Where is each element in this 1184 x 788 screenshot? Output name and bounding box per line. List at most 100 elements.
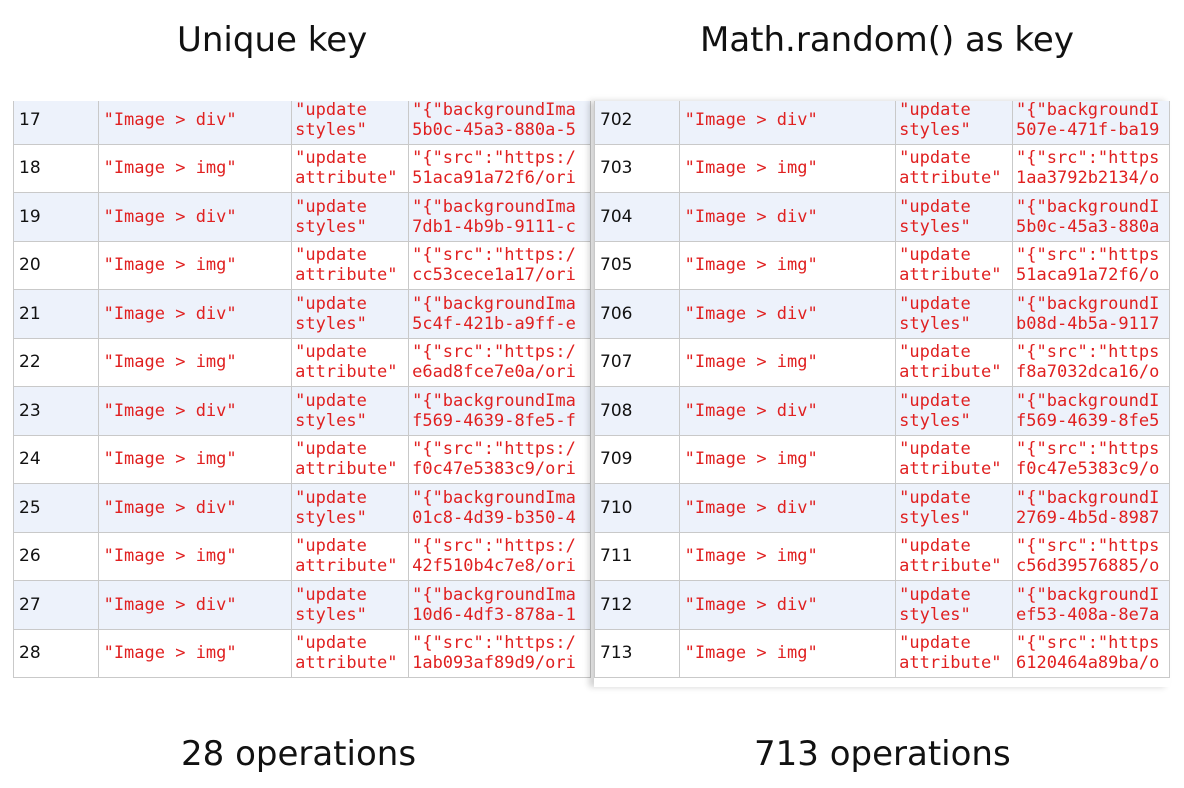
row-target: "Image > img" — [678, 143, 897, 193]
row-index: 28 — [13, 628, 99, 678]
operation-line-2: attribute" — [295, 556, 398, 577]
value-line-2: c56d39576885/o — [1016, 556, 1160, 577]
value-line-2: 51aca91a72f6/o — [1016, 265, 1160, 286]
value-line-1: "{"backgroundIma — [412, 487, 576, 508]
row-index: 713 — [594, 628, 680, 678]
value-line-2: e6ad8fce7e0a/ori — [412, 362, 576, 383]
value-line-2: f8a7032dca16/o — [1016, 362, 1160, 383]
operation-line-1: "update — [295, 584, 367, 605]
value-line-2: 1aa3792b2134/o — [1016, 168, 1160, 189]
left-footer: 28 operations — [181, 734, 417, 774]
operation-line-2: styles" — [899, 119, 971, 140]
value-line-2: 5b0c-45a3-880a — [1016, 216, 1160, 237]
row-index: 19 — [13, 192, 99, 242]
row-target: "Image > img" — [678, 337, 897, 387]
row-target: "Image > img" — [97, 531, 293, 581]
operation-line-1: "update — [295, 390, 367, 411]
row-target: "Image > div" — [97, 580, 293, 630]
row-index: 21 — [13, 289, 99, 339]
operation-line-2: styles" — [899, 216, 971, 237]
row-target: "Image > img" — [678, 628, 897, 678]
value-line-1: "{"backgroundI — [1016, 101, 1160, 120]
value-line-1: "{"backgroundI — [1016, 293, 1160, 314]
operation-line-1: "update — [899, 148, 971, 169]
operation-line-2: attribute" — [295, 265, 398, 286]
value-line-2: 01c8-4d39-b350-4 — [412, 507, 576, 528]
operation-line-2: styles" — [295, 507, 367, 528]
operation-line-2: attribute" — [899, 362, 1002, 383]
operation-line-1: "update — [295, 439, 367, 460]
value-line-2: 42f510b4c7e8/ori — [412, 556, 576, 577]
row-target: "Image > div" — [97, 483, 293, 533]
row-target: "Image > img" — [97, 337, 293, 387]
row-value: "{"src":"https:/e6ad8fce7e0a/ori — [408, 337, 591, 387]
row-index: 18 — [13, 143, 99, 193]
value-line-1: "{"src":"https:/ — [412, 245, 576, 266]
row-value: "{"src":"https:/42f510b4c7e8/ori — [408, 531, 591, 581]
row-index: 708 — [594, 386, 680, 436]
value-line-2: 1ab093af89d9/ori — [412, 653, 576, 674]
operation-line-1: "update — [899, 342, 971, 363]
value-line-2: f0c47e5383c9/o — [1016, 459, 1160, 480]
operation-line-1: "update — [295, 487, 367, 508]
operation-line-2: attribute" — [899, 653, 1002, 674]
row-target: "Image > img" — [97, 240, 293, 290]
value-line-1: "{"backgroundI — [1016, 196, 1160, 217]
value-line-2: f0c47e5383c9/ori — [412, 459, 576, 480]
value-line-2: b08d-4b5a-9117 — [1016, 313, 1160, 334]
operation-line-2: styles" — [899, 507, 971, 528]
row-target: "Image > div" — [678, 580, 897, 630]
value-line-2: f569-4639-8fe5-f — [412, 410, 576, 431]
row-index: 17 — [13, 101, 99, 145]
operation-line-2: attribute" — [295, 459, 398, 480]
row-target: "Image > div" — [97, 101, 293, 145]
operation-line-1: "update — [899, 390, 971, 411]
operation-line-1: "update — [899, 196, 971, 217]
value-line-1: "{"src":"https — [1016, 536, 1160, 557]
operation-line-2: attribute" — [899, 459, 1002, 480]
row-value: "{"src":"https:/f0c47e5383c9/ori — [408, 434, 591, 484]
